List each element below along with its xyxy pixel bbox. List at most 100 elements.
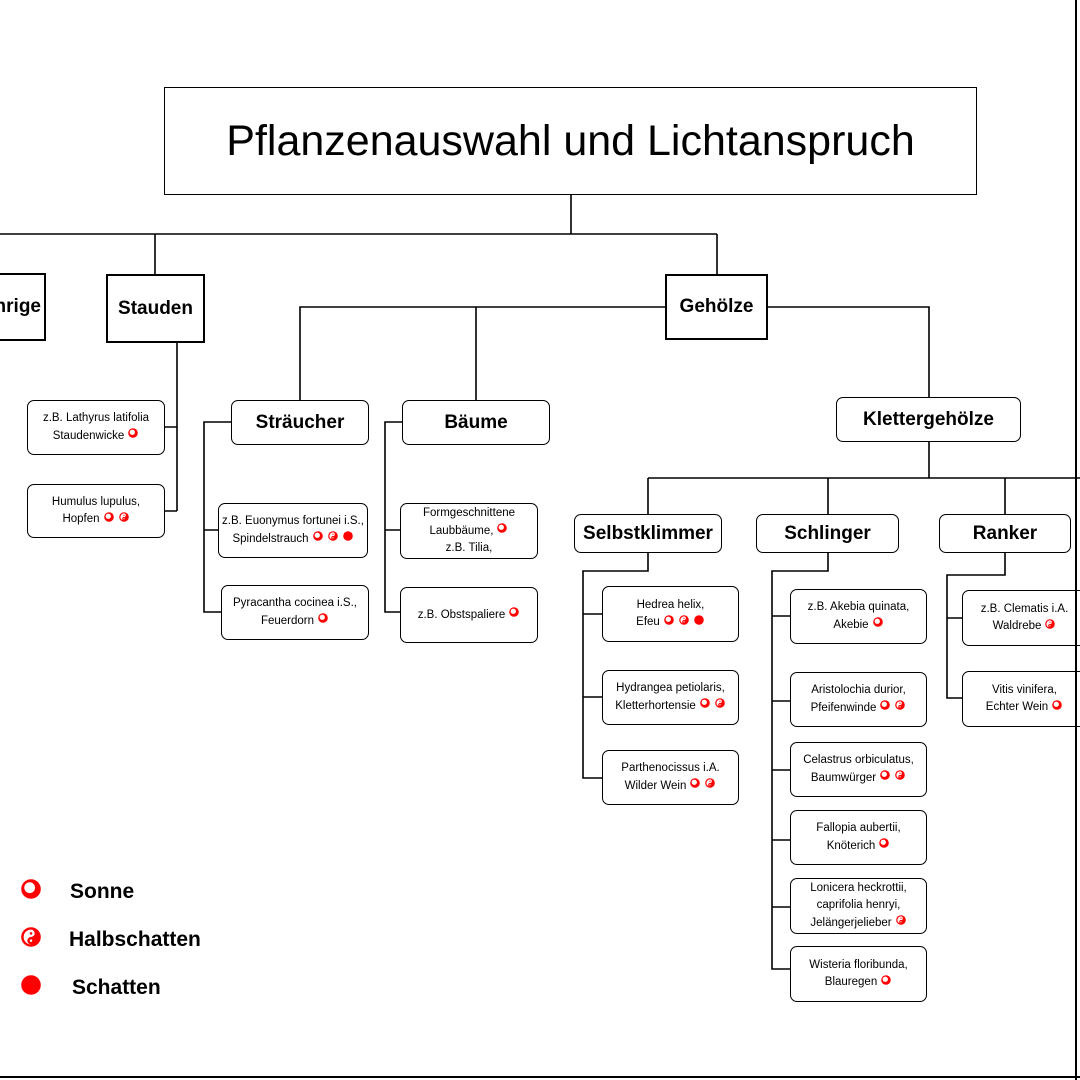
leaf-line: z.B. Tilia, [446, 540, 493, 557]
node-stauden: Stauden [106, 274, 205, 343]
leaf-text: Hedrea helix, [636, 598, 705, 611]
leaf-stauden-1: Humulus lupulus,Hopfen [27, 484, 165, 538]
sun-icon [689, 777, 701, 795]
halfshade-icon [894, 699, 906, 717]
leaf-line: Aristolochia durior, [811, 682, 906, 699]
leaf-text: Pfeifenwinde [810, 701, 877, 714]
leaf-line: Akebie [833, 616, 883, 634]
page-title: Pflanzenauswahl und Lichtanspruch [226, 116, 915, 165]
leaf-line: Pfeifenwinde [811, 699, 907, 717]
shade-icon [20, 975, 42, 1000]
leaf-line: Blauregen [825, 974, 892, 992]
leaf-line: Feuerdorn [261, 612, 329, 630]
leaf-line: Humulus lupulus, [52, 494, 140, 511]
leaf-line: Baumwürger [811, 769, 906, 787]
halfshade-icon [118, 511, 130, 529]
leaf-straeucher-1: Pyracantha cocinea i.S., Feuerdorn [221, 585, 369, 640]
leaf-line: caprifolia henryi, [817, 897, 901, 914]
sun-icon [317, 612, 329, 630]
sun-icon [496, 522, 508, 540]
connector-straeucher [203, 421, 232, 613]
leaf-text: Blauregen [824, 976, 878, 988]
sun-icon [663, 614, 675, 632]
leaf-line: Echter Wein [986, 699, 1063, 717]
leaf-schlinger-3: Fallopia aubertii,Knöterich [790, 810, 927, 865]
halfshade-icon [714, 697, 726, 715]
connector-selbstklimmer [582, 552, 649, 779]
sun-icon [699, 697, 711, 715]
page-border-bottom [0, 1076, 1080, 1078]
halfshade-icon [894, 769, 906, 787]
connector-gehoelze [299, 306, 930, 400]
leaf-text: Parthenocissus i.A. [621, 762, 720, 774]
leaf-line: z.B. Euonymus fortunei i.S., [222, 513, 364, 530]
halfshade-icon [20, 927, 42, 952]
connector-klettergehoelze [647, 441, 1080, 514]
leaf-baeume-1: z.B. Obstspaliere [400, 587, 538, 643]
connector-baeume [384, 421, 403, 613]
leaf-text: Echter Wein [985, 701, 1049, 713]
sun-icon [1051, 699, 1063, 717]
leaf-line: Lonicera heckrottii, [810, 880, 907, 897]
legend-label-sun: Sonne [70, 879, 135, 903]
leaf-line: Laubbäume, [430, 522, 509, 540]
sun-icon [508, 606, 520, 624]
title-box: Pflanzenauswahl und Lichtanspruch [164, 87, 977, 195]
leaf-text: Formgeschnittene [422, 507, 516, 519]
leaf-text: Feuerdorn [260, 614, 315, 627]
halfshade-icon [327, 530, 339, 548]
legend-label-halfshade: Halbschatten [69, 927, 201, 951]
leaf-text: Kletterhortensie [615, 699, 696, 712]
leaf-text: Waldrebe [992, 620, 1042, 632]
leaf-line: z.B. Obstspaliere [418, 606, 521, 624]
leaf-text: Pyracantha cocinea i.S., [232, 597, 357, 609]
leaf-line: Spindelstrauch [232, 530, 353, 548]
legend-shade: Schatten [20, 974, 161, 1001]
leaf-text: Celastrus orbiculatus, [803, 754, 914, 766]
leaf-text: Lonicera heckrottii, [810, 882, 907, 894]
leaf-line: Wisteria floribunda, [809, 957, 907, 974]
legend-halfshade: Halbschatten [20, 926, 201, 953]
node-annuals: nrige [0, 273, 46, 341]
node-straeucher: Sträucher [231, 400, 369, 445]
node-baeume: Bäume [402, 400, 550, 445]
leaf-text: z.B. Clematis i.A. [980, 602, 1069, 615]
sun-icon [880, 974, 892, 992]
leaf-line: Celastrus orbiculatus, [803, 752, 914, 769]
leaf-line: Jelängerjelieber [810, 914, 906, 932]
node-klettergehoelze: Klettergehölze [836, 397, 1021, 442]
halfshade-icon [678, 614, 690, 632]
leaf-text: z.B. Lathyrus latifolia [42, 412, 150, 424]
node-schlinger: Schlinger [756, 514, 899, 553]
sun-icon [878, 837, 890, 855]
leaf-text: Wisteria floribunda, [809, 958, 908, 971]
shade-icon [342, 530, 354, 548]
leaf-schlinger-1: Aristolochia durior, Pfeifenwinde [790, 672, 927, 727]
leaf-text: Aristolochia durior, [811, 684, 906, 696]
leaf-text: Baumwürger [810, 771, 877, 784]
leaf-line: Fallopia aubertii, [816, 820, 900, 837]
page-border-right [1075, 0, 1077, 1080]
connector-stauden [165, 343, 178, 512]
leaf-text: Staudenwicke [52, 429, 125, 442]
sun-icon [312, 530, 324, 548]
connector-ranker [946, 552, 1006, 699]
leaf-line: z.B. Clematis i.A. [981, 601, 1069, 618]
leaf-text: Wilder Wein [624, 779, 687, 792]
leaf-line: Wilder Wein [625, 777, 717, 795]
leaf-line: Kletterhortensie [615, 697, 726, 715]
leaf-schlinger-4: Lonicera heckrottii, caprifolia henryi,Je… [790, 878, 927, 934]
sun-icon [872, 616, 884, 634]
node-ranker: Ranker [939, 514, 1071, 553]
leaf-selbstklimmer-1: Hydrangea petiolaris, Kletterhortensie [602, 670, 739, 725]
leaf-text: Laubbäume, [429, 524, 494, 537]
leaf-selbstklimmer-2: Parthenocissus i.A. Wilder Wein [602, 750, 739, 805]
leaf-text: z.B. Obstspaliere [417, 608, 506, 621]
leaf-line: Hydrangea petiolaris, [616, 680, 725, 697]
connector-schlinger [771, 552, 829, 970]
halfshade-icon [1044, 618, 1056, 636]
leaf-text: Hydrangea petiolaris, [616, 682, 725, 694]
